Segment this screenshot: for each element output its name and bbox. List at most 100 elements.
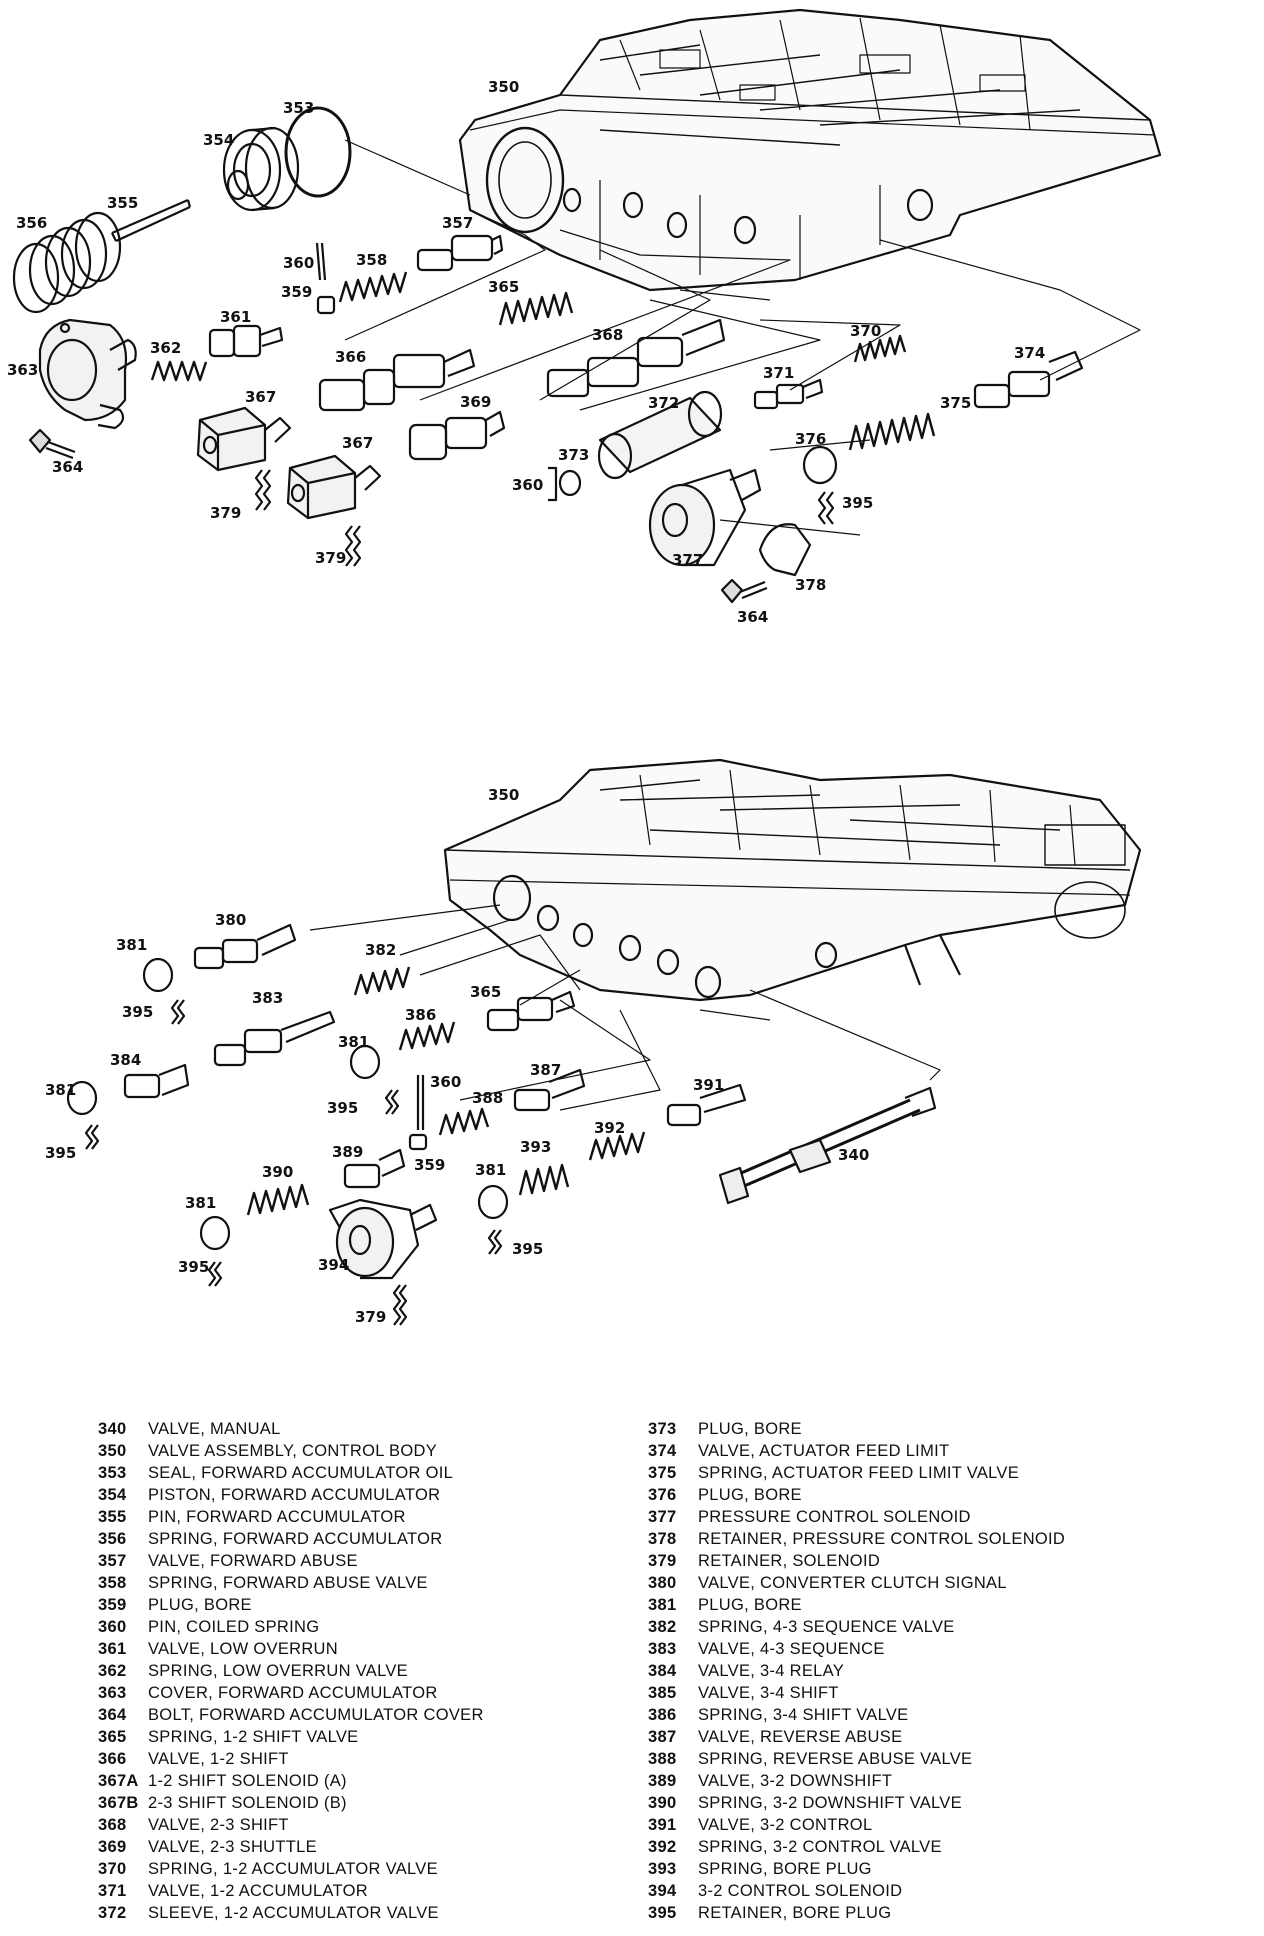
callout-357: 357 bbox=[442, 214, 473, 232]
callout-377: 377 bbox=[672, 551, 703, 569]
legend-item: 357 VALVE, FORWARD ABUSE bbox=[98, 1550, 618, 1572]
legend-code: 361 bbox=[98, 1640, 127, 1658]
callout-379-b: 379 bbox=[315, 549, 346, 567]
callout-356: 356 bbox=[16, 214, 47, 232]
legend-description: SPRING, 3-4 SHIFT VALVE bbox=[698, 1706, 909, 1724]
leader-lines-top bbox=[344, 139, 1141, 536]
callout-376: 376 bbox=[795, 430, 826, 448]
callout-365-top: 365 bbox=[488, 278, 519, 296]
callout-395-e: 395 bbox=[512, 1240, 543, 1258]
legend-item: 361 VALVE, LOW OVERRUN bbox=[98, 1638, 618, 1660]
callout-383: 383 bbox=[252, 989, 283, 1007]
legend-code: 376 bbox=[648, 1486, 677, 1504]
legend-description: SPRING, FORWARD ACCUMULATOR bbox=[148, 1530, 443, 1548]
callout-367-a: 367 bbox=[245, 388, 276, 406]
legend-description: VALVE, LOW OVERRUN bbox=[148, 1640, 338, 1658]
legend-code: 366 bbox=[98, 1750, 127, 1768]
legend-description: COVER, FORWARD ACCUMULATOR bbox=[148, 1684, 438, 1702]
callout-364-top-left: 364 bbox=[52, 458, 83, 476]
callout-372: 372 bbox=[648, 394, 679, 412]
callout-392: 392 bbox=[594, 1119, 625, 1137]
legend-item: 389 VALVE, 3-2 DOWNSHIFT bbox=[648, 1770, 1208, 1792]
legend-code: 356 bbox=[98, 1530, 127, 1548]
legend-description: RETAINER, SOLENOID bbox=[698, 1552, 881, 1570]
legend-code: 368 bbox=[98, 1816, 127, 1834]
legend-description: BOLT, FORWARD ACCUMULATOR COVER bbox=[148, 1706, 484, 1724]
callout-360-mid: 360 bbox=[512, 476, 543, 494]
legend-description: VALVE, REVERSE ABUSE bbox=[698, 1728, 903, 1746]
legend-description: VALVE, 3-2 CONTROL bbox=[698, 1816, 873, 1834]
legend-code: 381 bbox=[648, 1596, 677, 1614]
legend-item: 356 SPRING, FORWARD ACCUMULATOR bbox=[98, 1528, 618, 1550]
callout-350-top: 350 bbox=[488, 78, 519, 96]
legend-description: PIN, COILED SPRING bbox=[148, 1618, 320, 1636]
callout-379-c: 379 bbox=[355, 1308, 386, 1326]
legend-code: 389 bbox=[648, 1772, 677, 1790]
legend-description: 1-2 SHIFT SOLENOID (A) bbox=[148, 1772, 347, 1790]
callout-384: 384 bbox=[110, 1051, 141, 1069]
legend-code: 357 bbox=[98, 1552, 127, 1570]
callout-380: 380 bbox=[215, 911, 246, 929]
legend-item: 381 PLUG, BORE bbox=[648, 1594, 1208, 1616]
callout-389: 389 bbox=[332, 1143, 363, 1161]
legend-code: 371 bbox=[98, 1882, 127, 1900]
legend-item: 367B 2-3 SHIFT SOLENOID (B) bbox=[98, 1792, 618, 1814]
legend-item: 371 VALVE, 1-2 ACCUMULATOR bbox=[98, 1880, 618, 1902]
callout-362: 362 bbox=[150, 339, 181, 357]
legend-description: PISTON, FORWARD ACCUMULATOR bbox=[148, 1486, 441, 1504]
legend-description: SPRING, 1-2 ACCUMULATOR VALVE bbox=[148, 1860, 438, 1878]
callout-395-f: 395 bbox=[178, 1258, 209, 1276]
legend-code: 383 bbox=[648, 1640, 677, 1658]
legend-description: VALVE, 3-4 RELAY bbox=[698, 1662, 845, 1680]
callout-359-bottom: 359 bbox=[414, 1156, 445, 1174]
legend-code: 392 bbox=[648, 1838, 677, 1856]
legend-code: 373 bbox=[648, 1420, 677, 1438]
callout-381-d: 381 bbox=[475, 1161, 506, 1179]
legend-description: SPRING, REVERSE ABUSE VALVE bbox=[698, 1750, 973, 1768]
callout-369: 369 bbox=[460, 393, 491, 411]
legend-description: SPRING, FORWARD ABUSE VALVE bbox=[148, 1574, 428, 1592]
legend-code: 375 bbox=[648, 1464, 677, 1482]
legend-code: 353 bbox=[98, 1464, 127, 1482]
legend-description: VALVE, MANUAL bbox=[148, 1420, 281, 1438]
callout-381-b: 381 bbox=[338, 1033, 369, 1051]
legend-description: 2-3 SHIFT SOLENOID (B) bbox=[148, 1794, 347, 1812]
legend-code: 369 bbox=[98, 1838, 127, 1856]
legend-code: 362 bbox=[98, 1662, 127, 1680]
callout-370: 370 bbox=[850, 322, 881, 340]
callout-371: 371 bbox=[763, 364, 794, 382]
legend-description: SPRING, 3-2 DOWNSHIFT VALVE bbox=[698, 1794, 962, 1812]
legend-description: SPRING, 4-3 SEQUENCE VALVE bbox=[698, 1618, 955, 1636]
legend-item: 340 VALVE, MANUAL bbox=[98, 1418, 618, 1440]
leader-lines-bottom bbox=[309, 904, 941, 1111]
legend-code: 380 bbox=[648, 1574, 677, 1592]
exploded-parts-diagram: 350 353 354 355 356 357 358 360 359 365 … bbox=[7, 8, 1162, 1326]
callout-395-b: 395 bbox=[122, 1003, 153, 1021]
legend-description: VALVE, FORWARD ABUSE bbox=[148, 1552, 358, 1570]
legend-code: 367B bbox=[98, 1794, 139, 1812]
legend-code: 340 bbox=[98, 1420, 127, 1438]
legend-description: VALVE, 3-2 DOWNSHIFT bbox=[698, 1772, 893, 1790]
legend-description: PLUG, BORE bbox=[148, 1596, 252, 1614]
legend-description: VALVE, 1-2 ACCUMULATOR bbox=[148, 1882, 368, 1900]
legend-description: PLUG, BORE bbox=[698, 1596, 802, 1614]
